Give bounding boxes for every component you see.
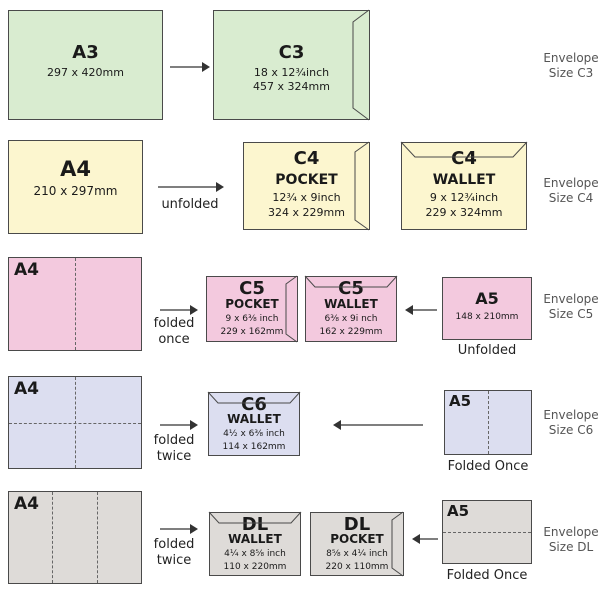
c4-wallet-title: C4 — [451, 148, 477, 169]
arrow-left-icon — [405, 305, 437, 315]
dl-wallet-inch: 4¼ x 8⅝ inch — [224, 549, 286, 559]
c4-wallet-flap — [400, 141, 528, 158]
folded-twice-dl-caption: folded twice — [153, 537, 195, 569]
dl-wallet-title: DL — [241, 514, 269, 535]
c4-pocket-flap — [354, 141, 370, 231]
folded-twice-caption: folded twice — [153, 433, 195, 465]
c4-wallet-sub: WALLET — [432, 172, 496, 188]
c5-pocket-mm: 229 x 162mm — [220, 327, 284, 337]
fold-line-horizontal — [9, 423, 141, 424]
a4-title: A4 — [14, 260, 39, 280]
a5-size: 148 x 210mm — [455, 312, 519, 322]
a4-sheet-unfolded: A4 210 x 297mm — [8, 140, 143, 234]
fold-line-vertical — [75, 377, 76, 468]
a3-size: 297 x 420mm — [47, 66, 124, 79]
c3-inch: 18 x 12¾inch — [253, 66, 330, 79]
c5-wallet-sub: WALLET — [324, 297, 378, 311]
c3-mm: 457 x 324mm — [253, 80, 330, 93]
c4-pocket-envelope: C4 POCKET 12¾ x 9inch 324 x 229mm — [243, 142, 370, 230]
envelope-size-c3-label: Envelope Size C3 — [543, 51, 599, 80]
c5-pocket-inch: 9 x 6⅜ inch — [225, 314, 279, 324]
arrow-right-icon — [170, 62, 210, 72]
a4-sheet-folded-twice: A4 — [8, 376, 142, 469]
arrow-right-icon — [160, 305, 198, 315]
c5-wallet-inch: 6⅜ x 9i nch — [324, 314, 378, 324]
arrow-right-icon — [158, 182, 224, 192]
c4-pocket-title: C4 — [293, 148, 320, 169]
envelope-size-dl-label: Envelope Size DL — [543, 525, 599, 554]
envelope-size-c5-label: Envelope Size C5 — [543, 292, 599, 321]
arrow-right-icon — [160, 524, 198, 534]
c5-pocket-flap — [285, 275, 298, 343]
a5-title: A5 — [447, 502, 470, 520]
c6-wallet-sub: WALLET — [227, 412, 281, 426]
unfolded-caption: unfolded — [161, 197, 219, 212]
folded-once-a5-caption: Folded Once — [447, 459, 529, 474]
c5-pocket-sub: POCKET — [225, 297, 279, 311]
c5-wallet-flap — [304, 275, 398, 288]
envelope-size-c4-label: Envelope Size C4 — [543, 176, 599, 205]
dl-pocket-mm: 220 x 110mm — [325, 562, 389, 572]
fold-line-right — [97, 492, 98, 583]
c6-wallet-title: C6 — [241, 394, 267, 415]
c6-wallet-mm: 114 x 162mm — [222, 442, 286, 452]
a4-title: A4 — [14, 494, 39, 514]
arrow-left-icon — [412, 534, 438, 544]
c5-pocket-envelope: C5 POCKET 9 x 6⅜ inch 229 x 162mm — [206, 276, 298, 342]
c6-wallet-flap — [207, 391, 301, 404]
folded-once-dl-caption: Folded Once — [446, 568, 528, 583]
a5-sheet-unfolded: A5 148 x 210mm — [442, 277, 532, 340]
dl-wallet-flap — [208, 511, 302, 524]
a5-title: A5 — [449, 392, 472, 410]
a4-title: A4 — [60, 157, 91, 181]
c3-envelope: C3 18 x 12¾inch 457 x 324mm — [213, 10, 370, 120]
a4-title: A4 — [14, 379, 39, 399]
a5-sheet-folded-once: A5 — [444, 390, 532, 455]
c4-pocket-sub: POCKET — [275, 172, 338, 188]
dl-wallet-sub: WALLET — [228, 532, 282, 546]
fold-line — [75, 258, 76, 350]
dl-pocket-inch: 8⅝ x 4¼ inch — [326, 549, 388, 559]
c4-pocket-inch: 12¾ x 9inch — [272, 191, 341, 204]
dl-pocket-envelope: DL POCKET 8⅝ x 4¼ inch 220 x 110mm — [310, 512, 404, 576]
folded-once-caption: folded once — [153, 316, 195, 348]
arrow-left-icon — [333, 420, 423, 430]
arrow-right-icon — [160, 420, 198, 430]
c4-wallet-mm: 229 x 324mm — [425, 206, 503, 219]
c6-wallet-inch: 4½ x 6⅜ inch — [223, 429, 285, 439]
c5-pocket-title: C5 — [239, 278, 265, 299]
dl-pocket-sub: POCKET — [330, 532, 384, 546]
a4-size: 210 x 297mm — [33, 184, 118, 198]
a4-sheet-folded-twice-dl: A4 — [8, 491, 142, 584]
envelope-size-c6-label: Envelope Size C6 — [543, 408, 599, 437]
dl-pocket-title: DL — [343, 514, 371, 535]
dl-pocket-flap — [391, 511, 404, 577]
c5-wallet-mm: 162 x 229mm — [319, 327, 383, 337]
a4-sheet-folded-once: A4 — [8, 257, 142, 351]
fold-line — [488, 391, 489, 454]
c3-flap — [352, 9, 370, 121]
a3-title: A3 — [72, 42, 99, 63]
fold-line-left — [52, 492, 53, 583]
unfolded-a5-caption: Unfolded — [457, 343, 517, 358]
dl-wallet-mm: 110 x 220mm — [223, 562, 287, 572]
c3-title: C3 — [278, 42, 305, 63]
c4-wallet-inch: 9 x 12¾inch — [429, 191, 499, 204]
a5-title: A5 — [475, 289, 499, 308]
c5-wallet-title: C5 — [338, 278, 364, 299]
c4-pocket-mm: 324 x 229mm — [268, 206, 345, 219]
a3-sheet: A3 297 x 420mm — [8, 10, 163, 120]
fold-line — [443, 532, 531, 533]
a5-sheet-folded-once-dl: A5 — [442, 500, 532, 564]
